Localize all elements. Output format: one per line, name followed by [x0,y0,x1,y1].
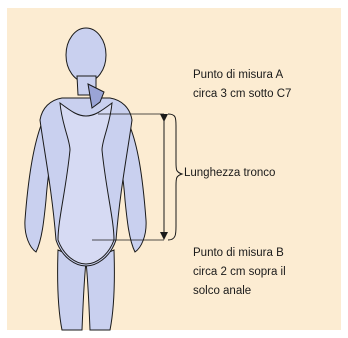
point-b-description-1: circa 2 cm sopra il [193,263,286,282]
point-a-label: Punto di misura A circa 3 cm sotto C7 [193,66,291,104]
trunk-length-bracket [168,114,182,240]
point-b-title: Punto di misura B [193,244,286,263]
point-b-label: Punto di misura B circa 2 cm sopra il so… [193,244,286,301]
trunk-length-text: Lunghezza tronco [184,164,275,183]
point-a-description: circa 3 cm sotto C7 [193,85,291,104]
head [66,28,106,82]
trunk-length-label: Lunghezza tronco [184,164,275,183]
point-b-description-2: solco anale [193,282,286,301]
point-a-title: Punto di misura A [193,66,291,85]
